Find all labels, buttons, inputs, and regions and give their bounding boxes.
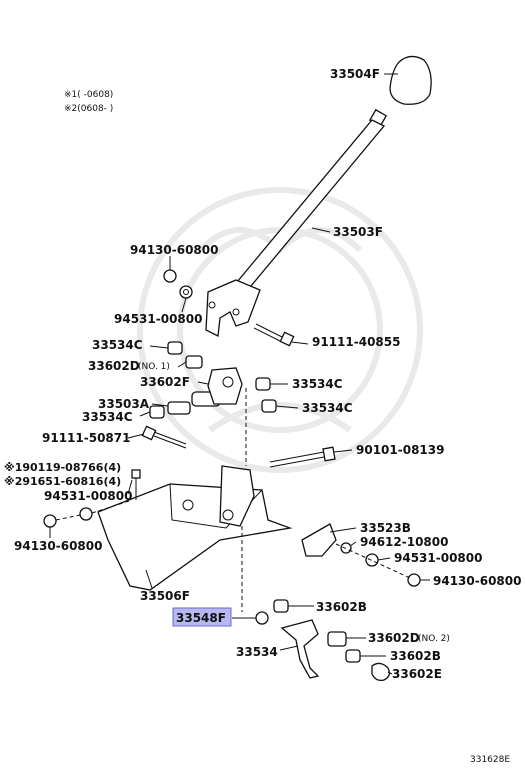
label-90119-08766[interactable]: ※190119-08766(4) [4, 461, 121, 474]
label-94531-00800-right[interactable]: 94531-00800 [394, 551, 482, 565]
label-33602e[interactable]: 33602E [392, 667, 442, 681]
label-33503f[interactable]: 33503F [333, 225, 383, 239]
shift-lever-rod [230, 119, 386, 293]
label-33602b-2[interactable]: 33602B [390, 649, 441, 663]
nut-94130-60800-right [407, 573, 421, 587]
highlight-33548f [172, 607, 232, 627]
label-91111-50871[interactable]: 91111-50871 [42, 431, 130, 445]
bushing-33602b-1 [273, 599, 289, 613]
label-33602f[interactable]: 33602F [140, 375, 190, 389]
label-94531-00800-top[interactable]: 94531-00800 [114, 312, 202, 326]
bolt-90119-08766 [131, 469, 141, 479]
label-33523b[interactable]: 33523B [360, 521, 411, 535]
washer-94531-00800-left [79, 507, 93, 521]
label-33534c-left[interactable]: 33534C [92, 338, 143, 352]
label-91651-60816[interactable]: ※291651-60816(4) [4, 475, 121, 488]
lever-bracket [205, 279, 261, 337]
note-2: ※2(0608- ) [64, 104, 113, 114]
bushing-33534c-right2 [261, 399, 277, 413]
label-33602b-1[interactable]: 33602B [316, 600, 367, 614]
label-33506f[interactable]: 33506F [140, 589, 190, 603]
label-33534c-right2[interactable]: 33534C [302, 401, 353, 415]
washer-94531-00800-top [179, 285, 193, 299]
label-94531-00800-left[interactable]: 94531-00800 [44, 489, 132, 503]
housing-upright [219, 465, 255, 527]
label-94612-10800[interactable]: 94612-10800 [360, 535, 448, 549]
label-33534[interactable]: 33534 [236, 645, 278, 659]
bushing-33534c-left2 [149, 405, 165, 419]
collar-33503a [167, 401, 191, 415]
label-33602d-no1[interactable]: 33602D [88, 359, 140, 373]
bushing-33602d-no1 [185, 355, 203, 369]
nut-94130-60800-top [163, 269, 177, 283]
label-33534c-left2[interactable]: 33534C [82, 410, 133, 424]
ball-33548f [255, 611, 269, 625]
lever-33534 [280, 619, 320, 679]
label-33504f[interactable]: 33504F [330, 67, 380, 81]
label-33602d-no2[interactable]: 33602D [368, 631, 420, 645]
bolt-91111-40855 [253, 323, 295, 347]
label-no1: (NO. 1) [138, 362, 170, 372]
bolt-91111-50871 [141, 425, 187, 449]
label-no2: (NO. 2) [418, 634, 450, 644]
spring-33602e [371, 662, 390, 682]
label-90101-08139[interactable]: 90101-08139 [356, 443, 444, 457]
label-33503a[interactable]: 33503A [98, 397, 150, 411]
note-1: ※1( -0608) [64, 90, 113, 100]
diagram-code: 331628E [470, 755, 510, 765]
bolt-90101-08139 [269, 446, 336, 468]
spring-washer-94612-10800 [340, 542, 352, 554]
bushing-33534c-left [167, 341, 183, 355]
bushing-33602d-no2 [327, 631, 347, 647]
bushing-33534c-right1 [255, 377, 271, 391]
label-94130-60800-right[interactable]: 94130-60800 [433, 574, 521, 588]
shift-knob [389, 55, 432, 105]
label-94130-60800-left[interactable]: 94130-60800 [14, 539, 102, 553]
bushing-33602b-2 [345, 649, 361, 663]
leader-lines [49, 73, 430, 675]
label-94130-60800-top[interactable]: 94130-60800 [130, 243, 218, 257]
label-91111-40855[interactable]: 91111-40855 [312, 335, 400, 349]
washer-94531-00800-right [365, 553, 379, 567]
label-33548f[interactable]: 33548F [176, 611, 226, 625]
bracket-33523b [301, 523, 337, 557]
nut-94130-60800-left [43, 514, 57, 528]
label-33534c-right1[interactable]: 33534C [292, 377, 343, 391]
